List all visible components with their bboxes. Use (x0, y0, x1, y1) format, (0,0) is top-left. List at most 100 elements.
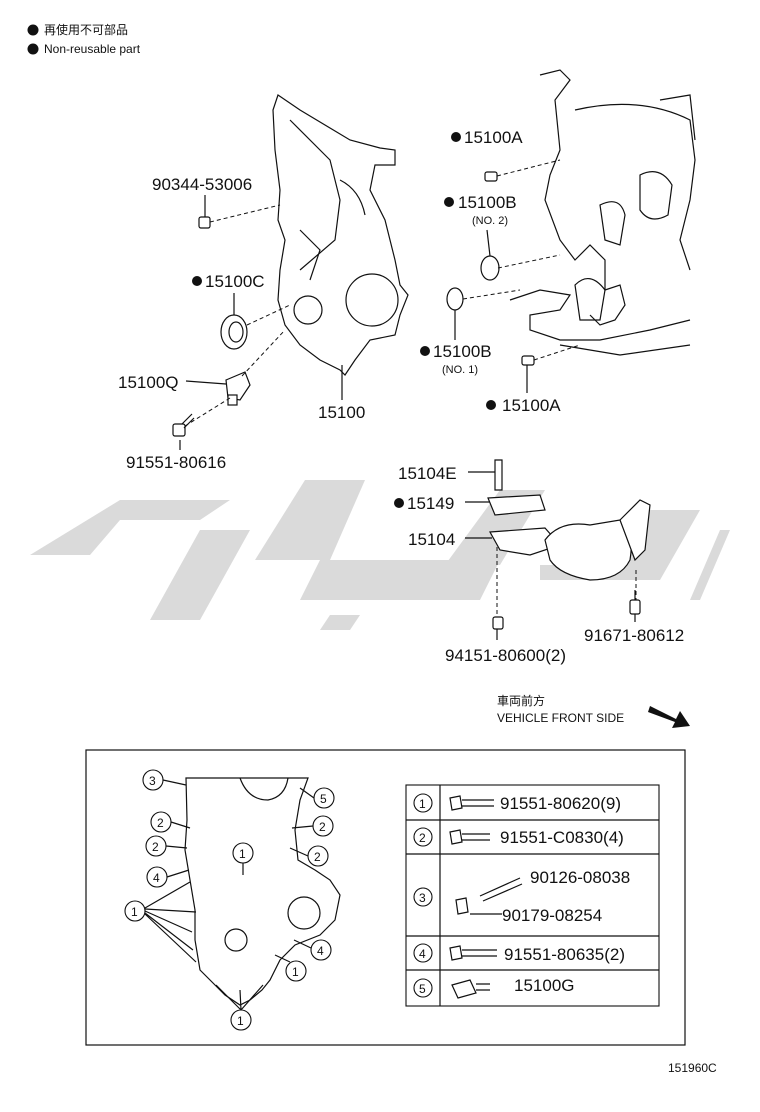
direction-jp: 車両前方 (497, 693, 545, 708)
svg-text:3: 3 (149, 774, 156, 788)
table-row-4: 4 91551-80635(2) (413, 943, 625, 964)
callout-2-right-a: 2 (312, 815, 334, 837)
arrow-right-down-icon (648, 706, 690, 728)
bolt-icon (455, 897, 469, 915)
table-part-5: 15100G (514, 976, 575, 995)
callout-1-left: 1 (124, 900, 146, 922)
legend-en: Non-reusable part (44, 42, 141, 56)
legend: 再使用不可部品 Non-reusable part (27, 22, 141, 56)
label-15104E: 15104E (398, 464, 457, 483)
direction-en: VEHICLE FRONT SIDE (497, 711, 624, 725)
table-part-3a: 90126-08038 (530, 868, 630, 887)
svg-text:5: 5 (320, 792, 327, 806)
svg-text:5: 5 (419, 982, 426, 996)
inset-cover-outline (184, 777, 341, 1006)
label-15100A-top: 15100A (464, 128, 523, 147)
gasket-15149 (487, 494, 546, 516)
table-row-1: 1 91551-80620(9) (413, 793, 621, 813)
label-90344-53006: 90344-53006 (152, 175, 252, 194)
non-reusable-bullet-icon (27, 24, 39, 36)
bolt-91551-80616 (172, 413, 195, 437)
svg-text:2: 2 (152, 840, 159, 854)
part-labels: 15100A 15100B (NO. 2) 90344-53006 15100C… (118, 128, 684, 665)
fitting-15100Q (225, 371, 251, 406)
svg-text:4: 4 (317, 944, 324, 958)
non-reusable-markers (192, 132, 496, 508)
figure-id: 151960C (668, 1061, 717, 1075)
watermark-logo (30, 480, 730, 630)
callout-1-center: 1 (232, 842, 254, 864)
seal-bore (293, 295, 323, 325)
svg-text:2: 2 (419, 831, 426, 845)
oil-seal (220, 314, 248, 350)
label-15100B-lower-note: (NO. 1) (442, 364, 478, 376)
legend-jp: 再使用不可部品 (44, 22, 128, 37)
callout-5-right: 5 (313, 787, 335, 809)
o-ring-no1 (446, 287, 464, 311)
bolt-table: 1 91551-80620(9) 2 91551-C0830(4) 3 9012… (405, 784, 660, 1007)
plug-bolt-90344 (198, 216, 211, 229)
callout-4-right: 4 (310, 939, 332, 961)
oil-strainer (487, 459, 651, 630)
bolt-icon (449, 945, 463, 961)
label-91671-80612: 91671-80612 (584, 626, 684, 645)
label-15100B-upper: 15100B (458, 193, 517, 212)
label-15100B-lower: 15100B (433, 342, 492, 361)
dowel-pin-upper (484, 171, 498, 182)
svg-text:1: 1 (131, 905, 138, 919)
stud-icon (479, 877, 523, 902)
inset-callouts: 3 2 2 4 1 1 5 2 2 4 1 1 (124, 769, 335, 1031)
svg-text:3: 3 (419, 891, 426, 905)
svg-text:2: 2 (157, 816, 164, 830)
label-15100B-upper-note: (NO. 2) (472, 215, 508, 227)
bolt-91671 (629, 599, 641, 615)
inset-leader-lines (144, 779, 315, 1011)
label-15100A-bottom: 15100A (502, 396, 561, 415)
label-91551-80616: 91551-80616 (126, 453, 226, 472)
dowel-pin-lower (521, 355, 535, 366)
label-15100: 15100 (318, 403, 365, 422)
bolt-icon (451, 979, 477, 999)
nut-94151 (492, 616, 504, 630)
callout-2-right-b: 2 (307, 845, 329, 867)
svg-text:1: 1 (419, 797, 426, 811)
leader-lines (179, 195, 636, 640)
table-row-5: 5 15100G (413, 976, 575, 999)
label-15100Q: 15100Q (118, 373, 179, 392)
svg-text:4: 4 (153, 871, 160, 885)
svg-text:1: 1 (292, 965, 299, 979)
svg-text:2: 2 (314, 850, 321, 864)
o-ring-no2 (480, 255, 500, 281)
vehicle-front-indicator: 車両前方 VEHICLE FRONT SIDE (497, 693, 690, 728)
svg-text:1: 1 (239, 847, 246, 861)
svg-text:2: 2 (319, 820, 326, 834)
svg-text:1: 1 (237, 1014, 244, 1028)
callout-2-left-b: 2 (145, 835, 167, 857)
callout-2-left-a: 2 (150, 811, 172, 833)
callout-1-right: 1 (285, 960, 307, 982)
bolt-icon (449, 795, 463, 811)
svg-text:4: 4 (419, 947, 426, 961)
timing-cover (272, 94, 409, 376)
table-row-3: 3 90126-08038 90179-08254 (413, 868, 630, 925)
callout-3-left: 3 (142, 769, 164, 791)
stud-15104E (494, 459, 503, 491)
installation-guide-lines (184, 159, 637, 620)
engine-block-outline (509, 69, 696, 356)
label-94151-80600: 94151-80600(2) (445, 646, 566, 665)
table-part-3b: 90179-08254 (502, 906, 602, 925)
table-part-2: 91551-C0830(4) (500, 828, 624, 847)
non-reusable-bullet-icon (27, 43, 39, 55)
label-15149: 15149 (407, 494, 454, 513)
inset-frame (85, 749, 686, 1046)
table-part-4: 91551-80635(2) (504, 945, 625, 964)
label-15100C: 15100C (205, 272, 265, 291)
bolt-icon (449, 829, 463, 845)
cover-opening (345, 273, 399, 327)
label-15104: 15104 (408, 530, 455, 549)
callout-4-left: 4 (146, 866, 168, 888)
table-row-2: 2 91551-C0830(4) (413, 827, 624, 847)
callout-1-bottom: 1 (230, 1009, 252, 1031)
table-part-1: 91551-80620(9) (500, 794, 621, 813)
